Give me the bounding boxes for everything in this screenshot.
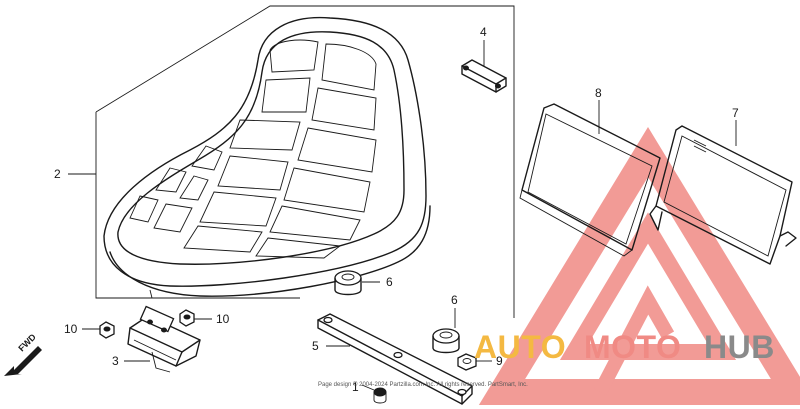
callout-10-right: 10 xyxy=(216,312,230,326)
forward-arrow-icon: FWD xyxy=(4,331,42,376)
rubber-cushion-lower xyxy=(432,328,460,354)
assembly-frame xyxy=(95,5,515,318)
callout-7: 7 xyxy=(732,106,739,120)
hinge-part xyxy=(127,305,201,373)
watermark-wordmark: AUTO MOTO HUB xyxy=(474,329,775,365)
callout-8: 8 xyxy=(595,86,602,100)
plate-part xyxy=(519,103,661,257)
leader-lines xyxy=(68,40,737,391)
callout-2: 2 xyxy=(54,167,61,181)
copyright-text: Page design © 2004-2024 Partzilla.com In… xyxy=(318,381,528,388)
tray-part xyxy=(649,125,797,265)
callout-1: 1 xyxy=(352,380,359,394)
callout-6-upper: 6 xyxy=(386,275,393,289)
callout-4: 4 xyxy=(480,25,487,39)
callout-5: 5 xyxy=(312,339,319,353)
watermark-logo xyxy=(478,126,800,405)
callout-labels: 2 4 8 7 6 6 10 10 3 5 9 1 xyxy=(54,25,739,394)
callout-9: 9 xyxy=(496,354,503,368)
nut-10-right xyxy=(179,309,195,327)
bracket-part xyxy=(317,313,473,405)
seat-assembly xyxy=(103,16,431,299)
watermark-moto: MOTO xyxy=(584,329,681,365)
nut-10-left xyxy=(99,321,115,339)
clip-part xyxy=(461,59,507,93)
callout-3: 3 xyxy=(112,354,119,368)
callout-6-lower: 6 xyxy=(451,293,458,307)
bolt-1 xyxy=(373,387,387,404)
watermark-hub: HUB xyxy=(704,329,775,365)
callout-10-left: 10 xyxy=(64,322,78,336)
rubber-cushion-upper xyxy=(334,270,362,296)
watermark-auto: AUTO xyxy=(474,329,566,365)
nut-9 xyxy=(457,353,477,371)
